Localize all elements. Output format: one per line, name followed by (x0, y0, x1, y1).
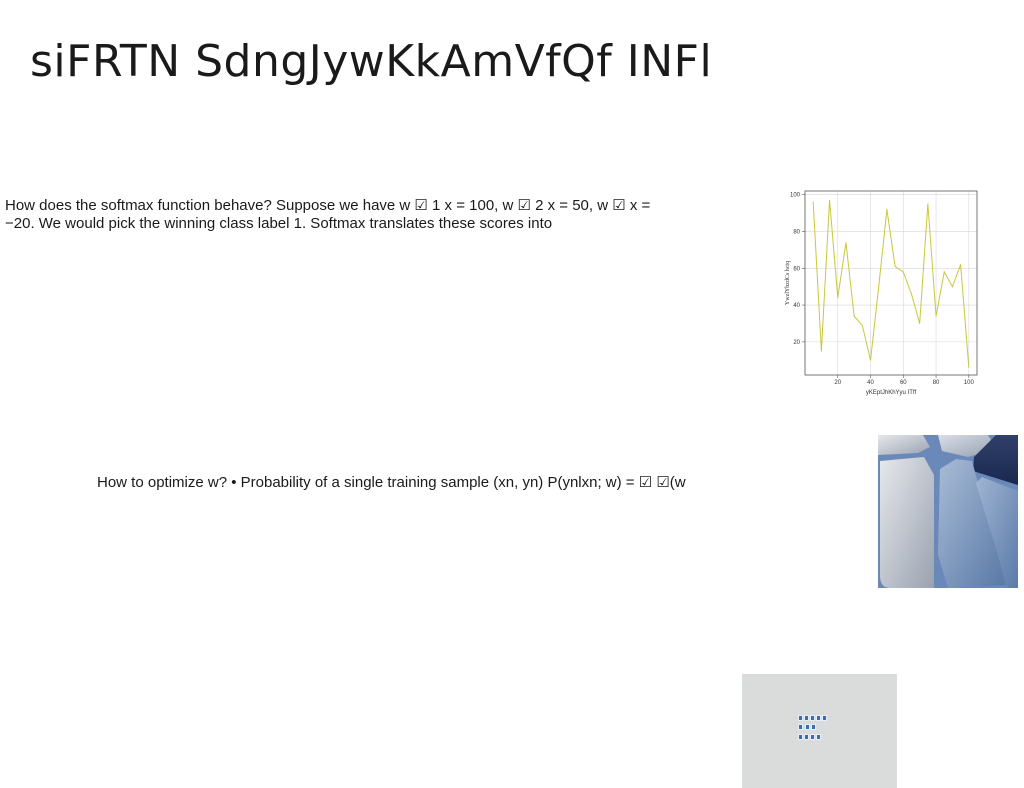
chart-data-point (853, 315, 855, 317)
optimize-paragraph: How to optimize w? • Probability of a si… (97, 474, 686, 491)
chart-x-tick-label: 20 (834, 380, 841, 386)
chart-x-tick-label: 80 (933, 380, 940, 386)
chart-data-point (894, 265, 896, 267)
abstract-blue-tiles-photo (878, 435, 1018, 588)
blue-keycaps-photo (742, 674, 897, 788)
chart-data-point (927, 203, 929, 205)
chart-ticks: 20 40 60 80 100 20 40 60 80 100 (790, 193, 974, 386)
chart-plot-frame (804, 190, 978, 376)
chart-data-point (960, 264, 962, 266)
chart-data-point (829, 199, 831, 201)
chart-y-axis-label: YwzlYbzdCs hctq (785, 261, 791, 305)
chart-x-tick-label: 100 (964, 380, 975, 386)
chart-data-point (902, 271, 904, 273)
chart-data-point (935, 315, 937, 317)
chart-data-point (943, 271, 945, 273)
chart-grid (805, 191, 977, 375)
chart-data-point (878, 286, 880, 288)
chart-data-point (861, 324, 863, 326)
chart-points (812, 199, 970, 369)
line-chart: 20 40 60 80 100 20 40 60 80 100 yKEptJhKhYyu ITff… (785, 190, 978, 396)
chart-x-axis-label: yKEptJhKhYyu ITff (866, 390, 917, 396)
chart-y-tick-label: 80 (793, 229, 800, 235)
slide-title: siFRTN SdngJywKkAmVfQf INFl (30, 36, 713, 87)
chart-data-point (886, 208, 888, 210)
chart-data-point (910, 293, 912, 295)
softmax-paragraph: How does the softmax function behave? Su… (5, 197, 651, 232)
chart-data-point (820, 350, 822, 352)
chart-y-tick-label: 40 (793, 303, 800, 309)
chart-x-tick-label: 60 (900, 380, 907, 386)
chart-x-tick-label: 40 (867, 380, 874, 386)
chart-data-point (812, 201, 814, 203)
chart-data-point (870, 359, 872, 361)
chart-data-point (951, 286, 953, 288)
chart-y-tick-label: 100 (790, 193, 801, 199)
chart-data-point (845, 242, 847, 244)
chart-data-point (968, 367, 970, 369)
chart-series-line (812, 200, 970, 368)
chart-data-point (837, 297, 839, 299)
chart-y-tick-label: 20 (793, 340, 800, 346)
chart-data-point (919, 322, 921, 324)
chart-y-tick-label: 60 (793, 266, 800, 272)
